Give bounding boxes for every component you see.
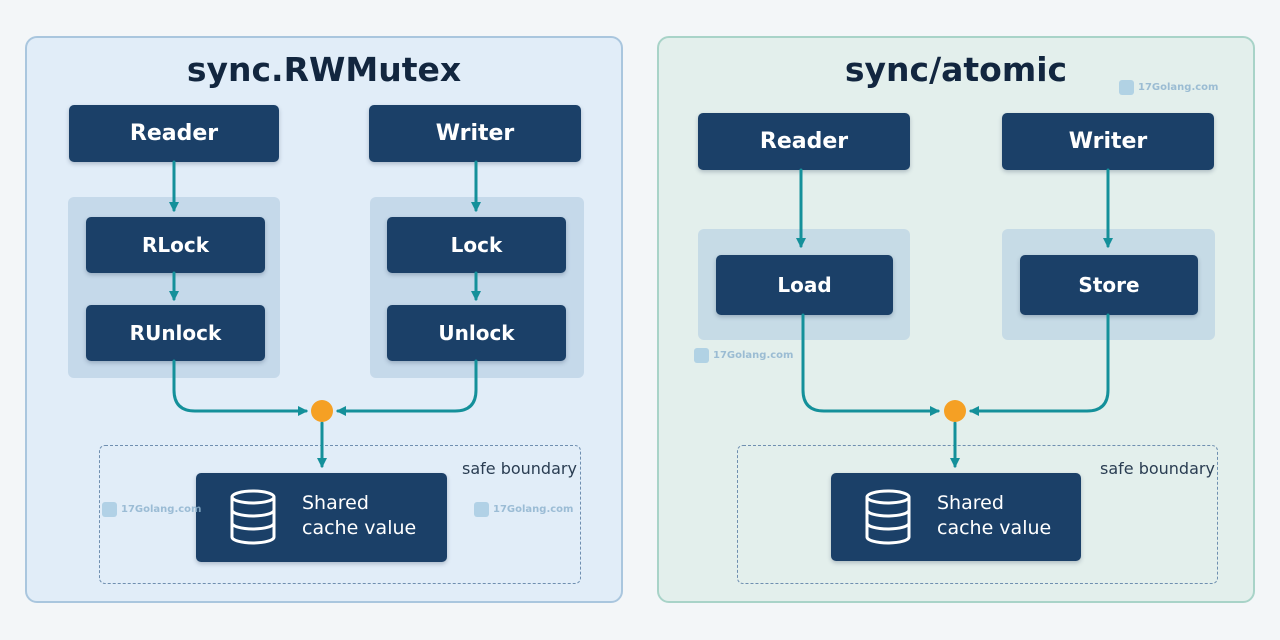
- shared-cache-label: Shared cache value: [302, 491, 442, 541]
- shared-cache-label: Shared cache value: [937, 491, 1077, 541]
- rwmutex-shared-cache: Shared cache value: [196, 473, 447, 562]
- load-box: Load: [716, 255, 893, 315]
- database-icon: [865, 489, 911, 545]
- atomic-reader-box: Reader: [698, 113, 910, 170]
- watermark: 17Golang.com: [694, 348, 793, 363]
- atomic-writer-box: Writer: [1002, 113, 1214, 170]
- shared-cache-line2: cache value: [937, 517, 1052, 539]
- atomic-junction-dot: [944, 400, 966, 422]
- database-icon: [230, 489, 276, 545]
- arrow-unlock-junction: [336, 359, 478, 416]
- runlock-box: RUnlock: [86, 305, 265, 361]
- atomic-shared-cache: Shared cache value: [831, 473, 1081, 561]
- shared-cache-line1: Shared: [937, 492, 1004, 514]
- watermark-logo-icon: [694, 348, 709, 363]
- atomic-boundary-label: safe boundary: [1100, 459, 1215, 478]
- rwmutex-title: sync.RWMutex: [186, 50, 462, 89]
- watermark-logo-icon: [474, 502, 489, 517]
- arrow-runlock-junction: [172, 359, 308, 416]
- shared-cache-line2: cache value: [302, 517, 417, 539]
- unlock-box: Unlock: [387, 305, 566, 361]
- arrow-store-junction: [969, 313, 1110, 416]
- watermark: 17Golang.com: [1119, 80, 1218, 95]
- rwmutex-boundary-label: safe boundary: [462, 459, 577, 478]
- rlock-box: RLock: [86, 217, 265, 273]
- watermark-logo-icon: [1119, 80, 1134, 95]
- lock-box: Lock: [387, 217, 566, 273]
- rwmutex-writer-box: Writer: [369, 105, 581, 162]
- atomic-title: sync/atomic: [844, 50, 1068, 89]
- rwmutex-safe-boundary: [99, 445, 581, 584]
- rwmutex-reader-box: Reader: [69, 105, 279, 162]
- store-box: Store: [1020, 255, 1198, 315]
- arrow-load-junction: [801, 313, 940, 416]
- shared-cache-line1: Shared: [302, 492, 369, 514]
- watermark-logo-icon: [102, 502, 117, 517]
- watermark: 17Golang.com: [474, 502, 573, 517]
- rwmutex-junction-dot: [311, 400, 333, 422]
- watermark: 17Golang.com: [102, 502, 201, 517]
- atomic-safe-boundary: [737, 445, 1218, 584]
